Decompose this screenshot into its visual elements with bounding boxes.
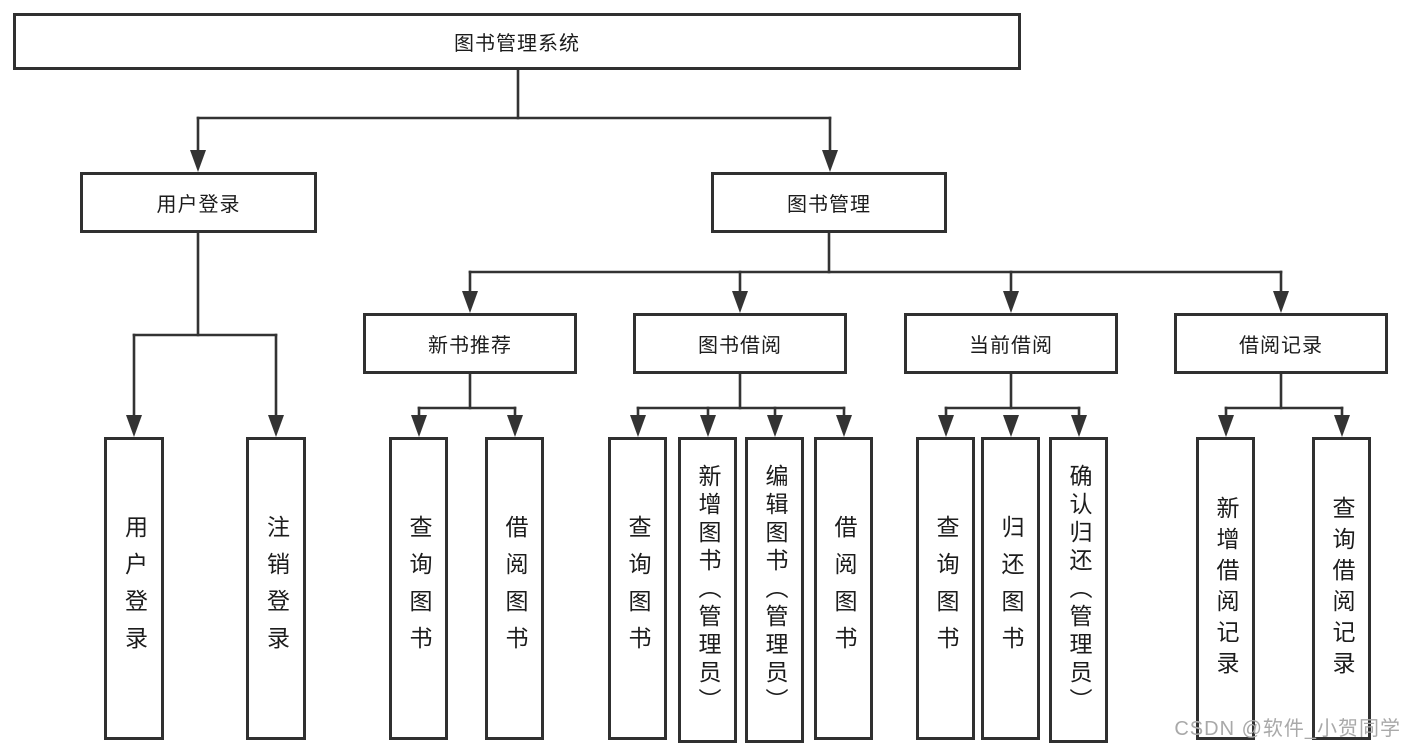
node-current-borrowing: 当前借阅	[904, 313, 1118, 374]
node-book-management: 图书管理	[711, 172, 947, 233]
leaf-logout: 注销登录	[246, 437, 306, 740]
node-root-system: 图书管理系统	[13, 13, 1021, 70]
csdn-watermark: CSDN @软件_小贺同学	[1174, 718, 1401, 740]
leaf-add-borrow-record: 新增借阅记录	[1196, 437, 1255, 740]
leaf-query-books-recommend: 查询图书	[389, 437, 448, 740]
node-new-book-recommend: 新书推荐	[363, 313, 577, 374]
node-borrowing-records: 借阅记录	[1174, 313, 1388, 374]
leaf-borrow-books-borrowing: 借阅图书	[814, 437, 873, 740]
leaf-edit-books-admin: 编辑图书（管理员）	[745, 437, 804, 743]
node-user-login: 用户登录	[80, 172, 317, 233]
node-book-borrowing: 图书借阅	[633, 313, 847, 374]
leaf-query-books-borrowing: 查询图书	[608, 437, 667, 740]
leaf-confirm-return-admin: 确认归还（管理员）	[1049, 437, 1108, 743]
leaf-return-books: 归还图书	[981, 437, 1040, 740]
leaf-query-books-current: 查询图书	[916, 437, 975, 740]
leaf-add-books-admin: 新增图书（管理员）	[678, 437, 737, 743]
leaf-query-borrow-record: 查询借阅记录	[1312, 437, 1371, 740]
leaf-user-login: 用户登录	[104, 437, 164, 740]
leaf-borrow-books-recommend: 借阅图书	[485, 437, 544, 740]
